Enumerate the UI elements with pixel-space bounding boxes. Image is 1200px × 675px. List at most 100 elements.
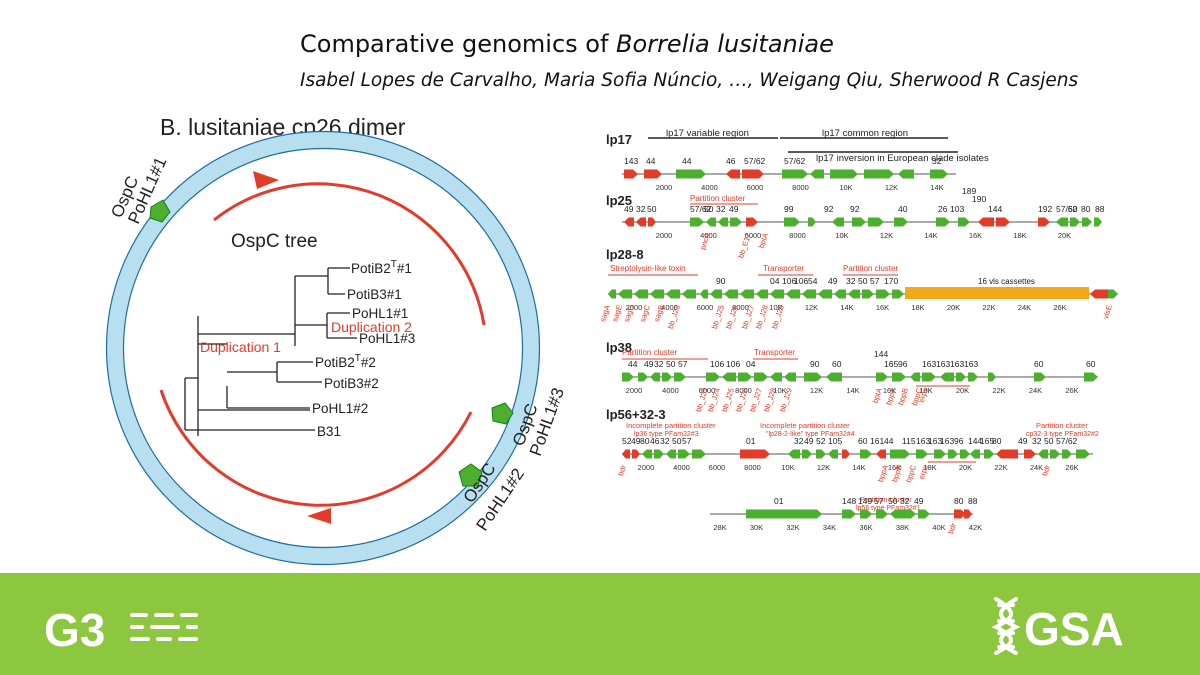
- lp38-gene-label: 60: [1086, 359, 1096, 369]
- lp28_8-gene-label: 90: [716, 276, 726, 286]
- arrow-head-top: [253, 171, 279, 189]
- lp38-gene-arrow: [754, 372, 768, 382]
- lp28_8-tick-label: 20K: [947, 303, 960, 312]
- lp56-row2-tick-label: 42K: [969, 523, 982, 532]
- svg-text:Incomplete partition cluster: Incomplete partition cluster: [760, 421, 850, 430]
- lp56-row2-tick-label: 32K: [786, 523, 799, 532]
- lp25-gene-label: 103: [950, 204, 964, 214]
- lp25-gene-label: 32: [716, 204, 726, 214]
- lp17-gene-label: 57/62: [744, 156, 766, 166]
- lp56-gene-arrow: [816, 449, 826, 459]
- lp56-gene-label: 57: [682, 436, 692, 446]
- lp25-gene-arrow: [1038, 217, 1050, 227]
- lp25-gene-label: 189: [962, 186, 976, 196]
- plasmid-ring: [106, 131, 540, 565]
- lp38-gene-arrow: [738, 372, 752, 382]
- lp17-gene-arrow: [644, 169, 662, 179]
- lp56-tick-label: 22K: [994, 463, 1007, 472]
- lp28_8-locus-tag: bb_J28: [754, 304, 770, 330]
- lp38-tick-label: 4000: [662, 386, 679, 395]
- lp56-gene-label: 50: [1044, 436, 1054, 446]
- lp56-locus-tag: bppC: [904, 463, 918, 483]
- lp56-gene-arrow: [876, 449, 886, 459]
- svg-text:lp17: lp17: [606, 132, 632, 147]
- lp25-tick-label: 18K: [1013, 231, 1026, 240]
- lp56-gene-arrow: [996, 449, 1018, 459]
- lp56-gene-label: 49: [804, 436, 814, 446]
- lp28-8-track: lp28-8 Streptolysin-like toxin Transport…: [606, 247, 1118, 299]
- lp38-gene-arrow: [1084, 372, 1098, 382]
- lp56-gene-arrow: [802, 449, 812, 459]
- lp28_8-gene-arrow: [892, 289, 904, 299]
- lp28_8-tick-label: 12K: [805, 303, 818, 312]
- lp17-gene-arrow: [810, 169, 824, 179]
- lp56-row2-gene-arrow: [918, 509, 930, 519]
- lp25-gene-label: 49: [729, 204, 739, 214]
- lp56-gene-arrow: [984, 449, 994, 459]
- vls-cassettes: [905, 287, 1089, 299]
- lp38-gene-label: 163: [936, 359, 950, 369]
- lp25-gene-arrow: [852, 217, 866, 227]
- lp25-tick-label: 16K: [969, 231, 982, 240]
- lp38-gene-arrow: [674, 372, 686, 382]
- lp56-row2-gene-label: 88: [968, 496, 978, 506]
- lp56-gene-arrow: [740, 449, 770, 459]
- lp25-gene-arrow: [1094, 217, 1102, 227]
- lp56-gene-label: 01: [746, 436, 756, 446]
- gene-arrows: [608, 169, 1118, 519]
- plasmid-ring-outline-outer: [105, 130, 541, 566]
- lp56-row2-gene-label: 57: [874, 496, 884, 506]
- lp56-track: lp56+32-3 Incomplete partition cluster l…: [606, 407, 1099, 515]
- lp25-tick-label: 12K: [880, 231, 893, 240]
- lp25-locus-tag: bb_E17: [736, 232, 753, 259]
- lp38-locus-tag: bb_J28: [762, 387, 778, 413]
- lp17-track: lp17 lp17 variable region lp17 common re…: [606, 128, 989, 175]
- svg-text:Partition cluster: Partition cluster: [690, 194, 745, 203]
- lp56-gene-label: 115: [902, 436, 916, 446]
- plasmid-ring-outline-inner: [122, 147, 524, 549]
- arrow-head-bottom: [307, 508, 331, 524]
- lp56-row2-tick-label: 34K: [823, 523, 836, 532]
- lp25-gene-arrow: [832, 217, 844, 227]
- lp38-gene-arrow: [804, 372, 822, 382]
- tree-title: OspC tree: [231, 231, 318, 252]
- lp28_8-gene-arrow: [724, 289, 738, 299]
- svg-text:cp32-3 type PFam32#2: cp32-3 type PFam32#2: [1026, 431, 1099, 438]
- lp17-gene-label: 143: [624, 156, 638, 166]
- lp25-gene-label: 50: [704, 204, 714, 214]
- lp38-gene-label: 165: [884, 359, 898, 369]
- lp25-gene-arrow: [746, 217, 758, 227]
- g3-logo-text: G3: [44, 604, 105, 655]
- lp56-gene-label: 50: [672, 436, 682, 446]
- lp17-gene-arrow: [898, 169, 914, 179]
- duplication-1-label: Duplication 1: [200, 339, 281, 355]
- lp25-gene-label: 57/62: [1056, 204, 1078, 214]
- lp28_8-gene-arrow: [1090, 289, 1108, 299]
- svg-text:PotiB3#1: PotiB3#1: [347, 287, 402, 302]
- g3-logo: G3: [44, 604, 198, 655]
- lp56-gene-label: 60: [858, 436, 868, 446]
- lp25-gene-arrow: [978, 217, 994, 227]
- lp38-tick-label: 22K: [992, 386, 1005, 395]
- lp56-row2-tick-label: 36K: [859, 523, 872, 532]
- lp56-gene-arrow: [960, 449, 970, 459]
- lp56-locus-tag: bppA: [876, 464, 890, 483]
- duplication-2-label: Duplication 2: [331, 319, 412, 335]
- lp38-gene-arrow: [784, 372, 796, 382]
- lp56-gene-arrow: [632, 449, 640, 459]
- lp56-gene-label: 46: [650, 436, 660, 446]
- ospc-marker-2: OspC PoHL1#2: [458, 460, 528, 534]
- lp25-gene-label: 40: [898, 204, 908, 214]
- lp25-gene-arrow: [996, 217, 1010, 227]
- lp28_8-tick-label: 24K: [1018, 303, 1031, 312]
- svg-text:Transporter: Transporter: [763, 264, 804, 273]
- lp56-gene-label: 49: [631, 436, 641, 446]
- lp56-gene-arrow: [860, 449, 872, 459]
- lp56-tick-label: 8000: [744, 463, 761, 472]
- lp28_8-gene-label: 54: [808, 276, 818, 286]
- lp17-gene-arrow: [676, 169, 706, 179]
- lp28_8-gene-arrow: [862, 289, 874, 299]
- lp25-gene-arrow: [894, 217, 908, 227]
- svg-text:lp36 type PFam32#3: lp36 type PFam32#3: [634, 431, 699, 438]
- lp17-gene-arrow: [742, 169, 764, 179]
